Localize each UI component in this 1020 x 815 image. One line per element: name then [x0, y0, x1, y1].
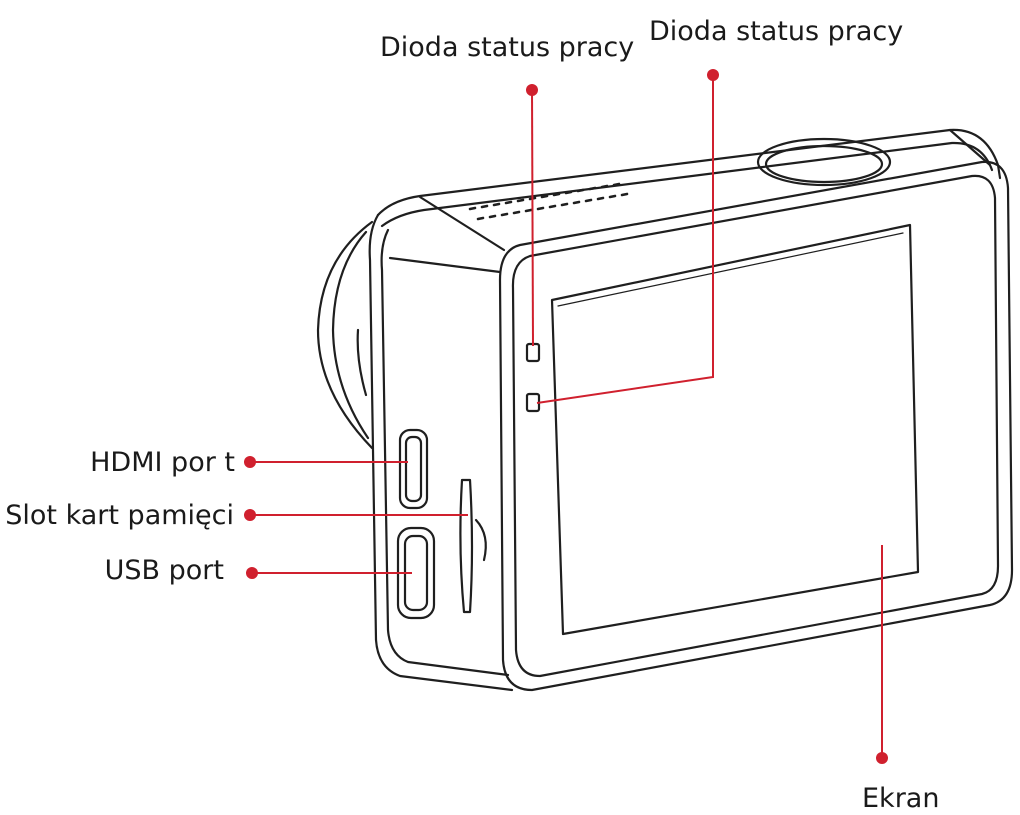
label-card-slot: Slot kart pamięci — [5, 500, 234, 531]
label-usb-port: USB port — [104, 555, 224, 586]
hdmi-port — [398, 428, 429, 510]
callout-line-led1 — [531, 89, 534, 347]
card-slot — [459, 478, 474, 614]
back-face — [498, 160, 1014, 692]
led-1 — [525, 342, 541, 363]
top-face — [376, 128, 1002, 217]
screen — [550, 223, 920, 636]
lens-bulge — [316, 220, 374, 450]
top-button — [756, 137, 892, 187]
side-face — [368, 213, 514, 692]
label-hdmi-port: HDMI por t — [90, 447, 235, 478]
label-led-1: Dioda status pracy — [380, 32, 635, 63]
callout-dot-led1 — [526, 84, 538, 96]
label-screen: Ekran — [862, 783, 940, 814]
label-led-2: Dioda status pracy — [649, 16, 904, 47]
callout-dot-slot — [244, 509, 256, 521]
callout-dot-hdmi — [244, 456, 256, 468]
callout-dot-screen — [876, 752, 888, 764]
callout-dot-led2 — [707, 69, 719, 81]
callout-dot-usb — [246, 567, 258, 579]
callout-line-led2 — [536, 75, 714, 404]
